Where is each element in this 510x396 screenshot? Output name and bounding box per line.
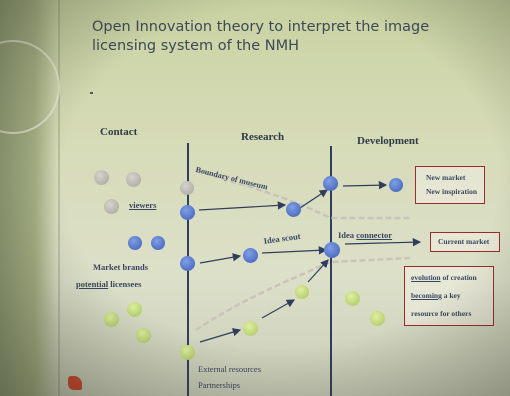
slide-title: Open Innovation theory to interpret the … — [92, 19, 430, 54]
current-market-box: Current market — [430, 232, 500, 252]
becoming-word: becoming — [411, 291, 442, 300]
gray-circle — [126, 172, 141, 187]
blue-circle — [243, 248, 258, 263]
arrow-scout-connector — [261, 246, 328, 255]
viewers-label: viewers — [129, 200, 157, 210]
potential-word: potential — [76, 279, 109, 289]
blue-circle — [324, 242, 340, 258]
blue-circle — [180, 256, 195, 271]
green-circle — [345, 291, 360, 306]
market-brands-label: Market brands — [93, 262, 149, 272]
resource-line: resource for others — [411, 309, 472, 318]
green-circle — [370, 311, 385, 326]
licensees-suffix: licensees — [108, 279, 142, 289]
arrow-contact-scout — [199, 253, 242, 264]
column-header-research: Research — [241, 131, 285, 143]
evolution-word: evolution — [411, 273, 441, 282]
column-header-contact: Contact — [100, 126, 138, 138]
green-circle — [243, 321, 258, 336]
green-circle — [295, 285, 309, 299]
blue-circle — [151, 236, 165, 250]
evolution-box: evolution of creation becoming a key res… — [404, 266, 494, 326]
arrow-boundary-dev — [299, 189, 328, 209]
blue-circle — [180, 205, 195, 220]
green-circle — [104, 312, 119, 327]
logo-mark — [68, 376, 82, 390]
green-circle — [127, 302, 142, 317]
blue-circle — [389, 178, 403, 192]
green-circle — [136, 328, 151, 343]
external-resources-label: External resources — [198, 364, 262, 374]
blue-circle — [286, 202, 301, 217]
slide-left-divider — [58, 0, 60, 396]
blue-circle — [323, 176, 338, 191]
boundary-line-right — [330, 146, 332, 396]
new-market-line: New market — [426, 173, 466, 182]
column-header-development: Development — [357, 135, 419, 147]
external-dashed — [195, 256, 411, 332]
green-circle — [180, 345, 195, 360]
idea-connector-prefix: Idea — [338, 230, 357, 240]
idea-connector-word: connector — [356, 230, 393, 240]
partnerships-label: Partnerships — [198, 380, 241, 390]
becoming-suffix: a key — [441, 291, 461, 300]
blue-circle — [128, 236, 142, 250]
current-market-line: Current market — [438, 237, 490, 246]
evolution-suffix: of creation — [440, 273, 477, 282]
gray-circle — [104, 199, 119, 214]
new-inspiration-line: New inspiration — [426, 187, 478, 196]
becoming-line: becoming a key — [411, 291, 461, 300]
idea-connector-label: Idea connector — [338, 230, 392, 240]
potential-licensees-label: potential licensees — [76, 279, 141, 289]
evolution-line: evolution of creation — [411, 273, 477, 282]
boundary-of-museum-dashed — [195, 168, 410, 220]
arrow-dev-newmarket — [342, 180, 388, 190]
bullet-mark — [90, 92, 93, 94]
arrow-green3-connector — [307, 259, 329, 283]
arrow-connector-current — [344, 237, 422, 247]
gray-circle — [94, 170, 109, 185]
arrow-green2-green3 — [261, 299, 296, 319]
new-market-box: New market New inspiration — [415, 166, 485, 204]
gray-circle — [180, 181, 194, 195]
arrow-external-green1 — [199, 328, 242, 343]
arrow-contact-boundary — [198, 201, 287, 211]
